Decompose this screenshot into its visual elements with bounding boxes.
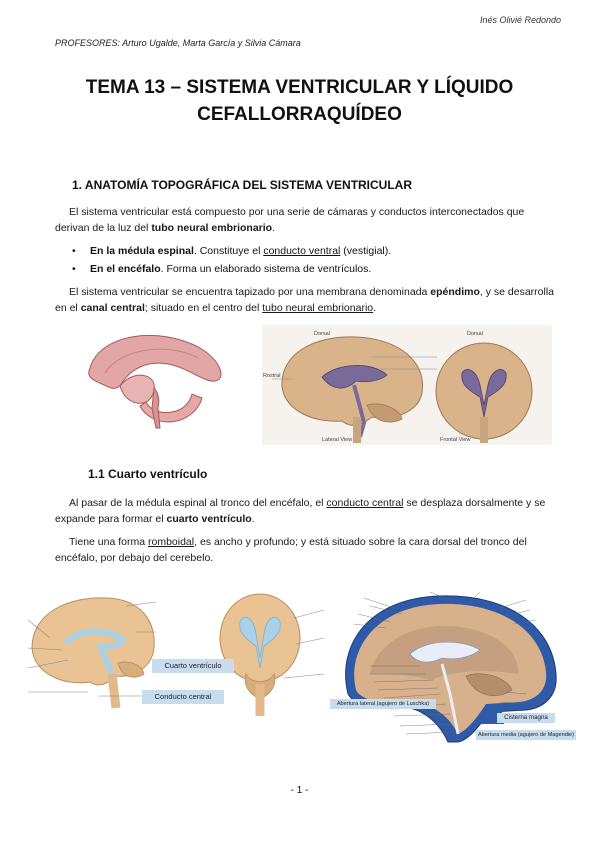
label-cuarto-ventriculo: Cuarto ventrículo xyxy=(152,659,234,673)
label-abertura-lateral: Abertura lateral (agujero de Luschka) xyxy=(330,699,436,709)
text-bold: canal central xyxy=(80,302,145,314)
text: Tiene una forma xyxy=(69,536,148,548)
text-bold: epéndimo xyxy=(430,286,480,298)
section-1-paragraph-2: El sistema ventricular se encuentra tapi… xyxy=(55,284,555,316)
text: , y se desarrolla en el xyxy=(55,286,555,314)
text-underlined: conducto ventral xyxy=(263,245,341,257)
section-1-1-paragraph-2: Tiene una forma romboidal, es ancho y pr… xyxy=(55,534,555,566)
professors-line: PROFESORES: Arturo Ugalde, Marta García … xyxy=(55,38,301,48)
text: . Constituye el xyxy=(193,245,264,257)
page-title: TEMA 13 – SISTEMA VENTRICULAR Y LÍQUIDO … xyxy=(40,74,559,128)
text: . xyxy=(272,222,275,234)
label-abertura-media: Abertura media (agujero de Magendie) xyxy=(476,730,576,740)
bullet-medula: En la médula espinal. Constituye el cond… xyxy=(72,243,552,259)
text: . xyxy=(251,513,255,525)
text: Al pasar de la médula espinal al tronco … xyxy=(69,497,327,509)
title-line-1: TEMA 13 – SISTEMA VENTRICULAR Y LÍQUIDO xyxy=(85,77,514,98)
text-underlined: conducto central xyxy=(326,497,404,509)
page-number: - 1 - xyxy=(290,785,309,796)
label-cisterna-magna: Cisterna magna xyxy=(497,713,555,723)
sagittal-section-figure xyxy=(345,591,557,743)
text-bold: En el encéfalo xyxy=(90,263,161,275)
author-name: Inés Olivié Redondo xyxy=(479,15,561,25)
text: , es ancho y profundo; y está situado so… xyxy=(55,536,527,564)
fourth-ventricle-figure xyxy=(28,593,325,716)
brain-views-figure: Dorsal Dorsal Rostral Lateral View Front… xyxy=(262,325,552,445)
text: . Forma un elaborado sistema de ventrícu… xyxy=(160,263,372,275)
section-1-1-heading: 1.1 Cuarto ventrículo xyxy=(88,467,208,481)
title-line-2: CEFALLORRAQUÍDEO xyxy=(197,104,402,125)
text-bold: cuarto ventrículo xyxy=(166,513,252,525)
ventricle-cast-figure xyxy=(88,335,222,429)
label-dorsal-right: Dorsal xyxy=(467,331,483,337)
label-conducto-central: Conducto central xyxy=(142,690,224,704)
text-underlined: tubo neural embrionario xyxy=(262,302,374,314)
label-frontal-view: Frontal View xyxy=(440,437,470,443)
text-underlined: romboidal xyxy=(148,536,195,548)
label-lateral-view: Lateral View xyxy=(322,437,352,443)
text-bold: En la médula espinal xyxy=(90,245,194,257)
text: El sistema ventricular se encuentra tapi… xyxy=(69,286,431,298)
section-1-1-paragraph-1: Al pasar de la médula espinal al tronco … xyxy=(55,495,555,527)
text: ; situado en el centro del xyxy=(144,302,263,314)
label-rostral: Rostral xyxy=(263,373,280,379)
section-1-heading: 1. ANATOMÍA TOPOGRÁFICA DEL SISTEMA VENT… xyxy=(72,178,413,192)
text: (vestigial). xyxy=(340,245,392,257)
section-1-paragraph-1: El sistema ventricular está compuesto po… xyxy=(55,204,555,236)
text: se desplaza dorsalmente y se expande par… xyxy=(55,497,546,525)
text: El sistema ventricular está compuesto po… xyxy=(55,206,525,234)
text: . xyxy=(373,302,377,314)
text-bold: tubo neural embrionario xyxy=(151,222,273,234)
bullet-encefalo: En el encéfalo. Forma un elaborado siste… xyxy=(72,261,552,277)
label-dorsal-left: Dorsal xyxy=(314,331,330,337)
